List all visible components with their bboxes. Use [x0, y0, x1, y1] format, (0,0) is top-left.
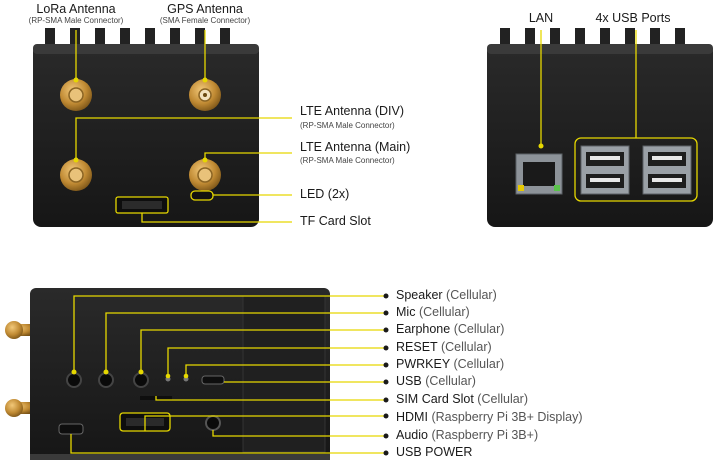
- reset-label: RESET (Cellular): [396, 340, 492, 354]
- lte-div-sublabel: (RP-SMA Male Connector): [300, 121, 395, 130]
- gps-antenna-connector: [189, 79, 221, 111]
- mic-jack: [98, 372, 114, 388]
- speaker-label: Speaker (Cellular): [396, 288, 497, 302]
- side-view-device: [5, 288, 330, 460]
- lora-antenna-sublabel: (RP-SMA Male Connector): [28, 16, 124, 25]
- gps-antenna-label: GPS Antenna: [167, 2, 243, 16]
- rear-view-device: [487, 28, 713, 227]
- side-antenna-top: [5, 321, 34, 339]
- gps-antenna-sublabel: (SMA Female Connector): [159, 16, 251, 25]
- side-callout-lines: [70, 295, 386, 454]
- tf-card-label: TF Card Slot: [300, 214, 371, 228]
- hdmi-label: HDMI (Raspberry Pi 3B+ Display): [396, 410, 583, 424]
- sim-card-label: SIM Card Slot (Cellular): [396, 392, 528, 406]
- lte-main-antenna-connector: [189, 159, 221, 191]
- side-antenna-bottom: [5, 399, 34, 417]
- led-indicator: [190, 190, 214, 201]
- earphone-jack: [133, 372, 149, 388]
- label-bullets: [383, 293, 389, 456]
- usb-ports-label: 4x USB Ports: [595, 11, 671, 25]
- speaker-jack: [66, 372, 82, 388]
- heatsink-fins: [45, 28, 230, 50]
- lte-div-label: LTE Antenna (DIV): [300, 104, 404, 118]
- audio-label: Audio (Raspberry Pi 3B+): [396, 428, 539, 442]
- led-label: LED (2x): [300, 187, 350, 201]
- usb-ports: [580, 145, 692, 195]
- lte-div-antenna-connector: [60, 159, 92, 191]
- usb-power-port: [58, 423, 84, 435]
- pwrkey-label: PWRKEY (Cellular): [396, 357, 505, 371]
- lora-antenna-label: LoRa Antenna: [36, 2, 116, 16]
- lora-antenna-connector: [60, 79, 92, 111]
- usb-cellular-label: USB (Cellular): [396, 374, 476, 388]
- lan-port: [515, 153, 563, 195]
- mic-label: Mic (Cellular): [396, 305, 470, 319]
- earphone-label: Earphone (Cellular): [396, 322, 505, 336]
- lte-main-sublabel: (RP-SMA Male Connector): [300, 156, 395, 165]
- lan-label: LAN: [528, 11, 554, 25]
- lte-main-label: LTE Antenna (Main): [300, 140, 411, 154]
- usb-power-label: USB POWER: [396, 445, 473, 459]
- front-view-device: [33, 28, 259, 227]
- usb-cellular-port: [201, 375, 225, 385]
- audio-jack: [205, 415, 221, 431]
